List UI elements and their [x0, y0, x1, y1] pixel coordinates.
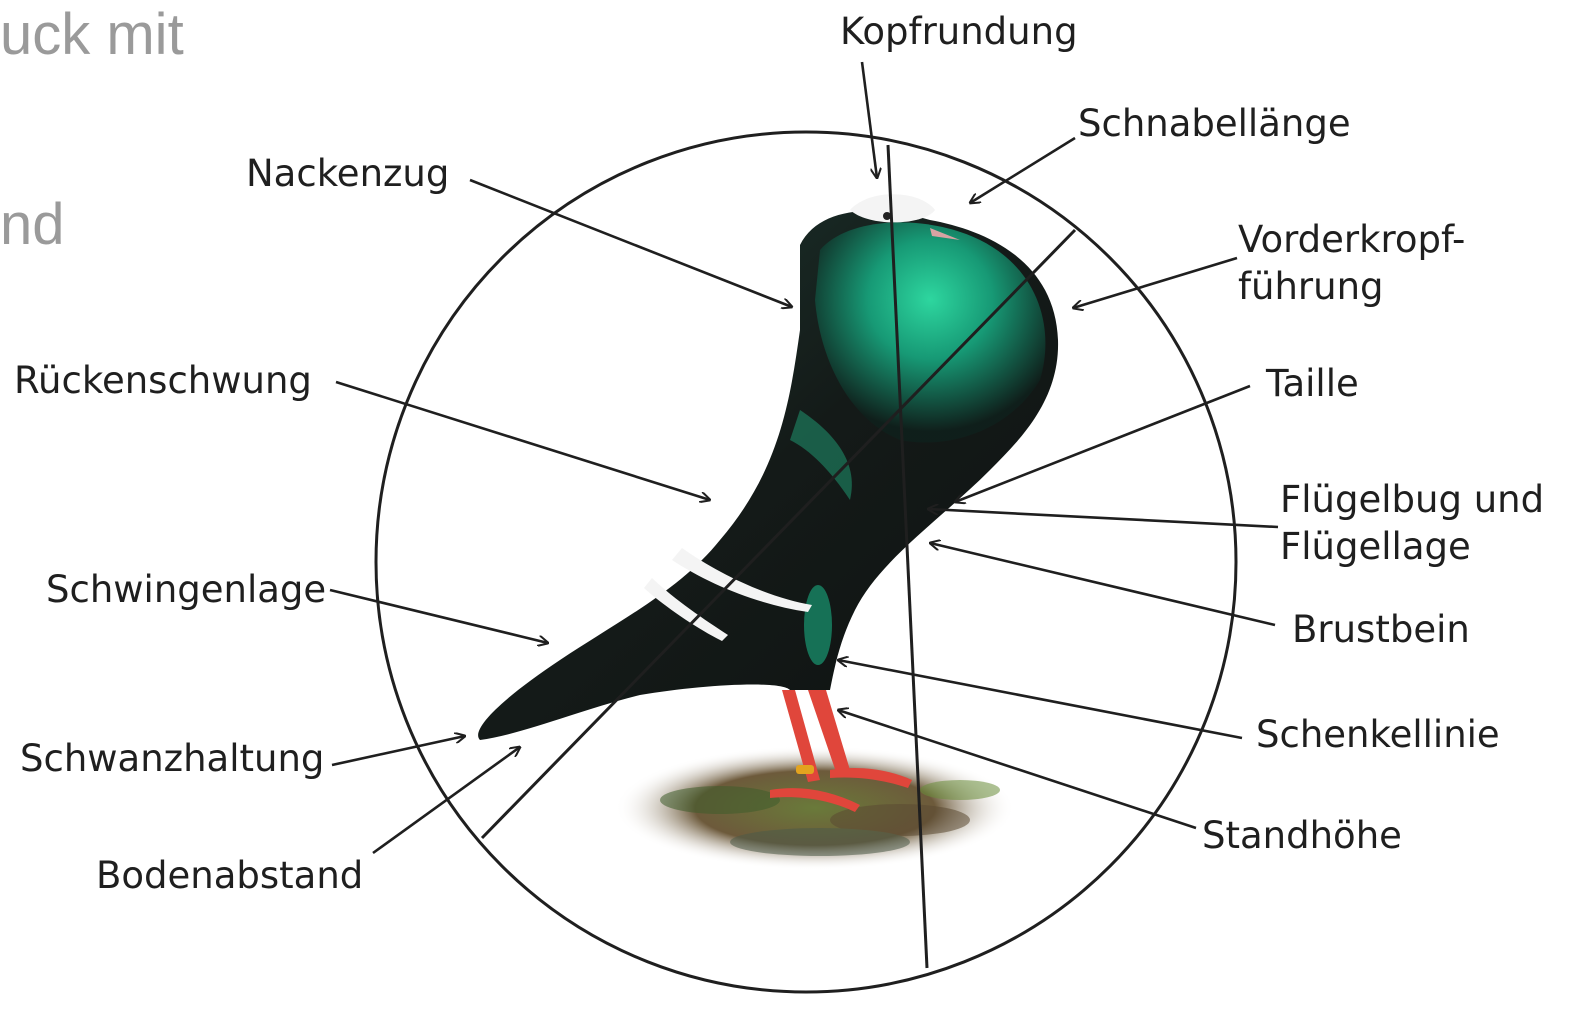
- arrow-brustbein: [930, 543, 1275, 625]
- label-vorderkropf-line-2: führung: [1238, 263, 1465, 310]
- label-taille: Taille: [1266, 360, 1359, 407]
- arrow-vorderkropf: [1073, 258, 1237, 308]
- label-kopfrundung: Kopfrundung: [840, 8, 1078, 55]
- arrow-bodenabstand: [373, 747, 520, 853]
- label-schwingenlage: Schwingenlage: [46, 566, 326, 613]
- label-rueckenschwung: Rückenschwung: [14, 357, 312, 404]
- pigeon-figure: [478, 194, 1058, 812]
- label-vorderkropf-line-1: Vorderkropf-: [1238, 216, 1465, 263]
- arrow-kopfrundung: [862, 62, 877, 178]
- arrow-schwanzhaltung: [332, 736, 465, 765]
- arrow-schwingenlage: [330, 590, 548, 643]
- label-standhoehe: Standhöhe: [1202, 812, 1402, 859]
- arrow-schenkellinie: [838, 660, 1242, 738]
- label-fluegelbug-line-2: Flügellage: [1280, 523, 1544, 570]
- label-schnabellaenge: Schnabellänge: [1078, 100, 1351, 147]
- label-fluegelbug-und-fluegellage: Flügelbug und Flügellage: [1280, 476, 1544, 571]
- label-schwanzhaltung: Schwanzhaltung: [20, 735, 324, 782]
- arrow-fluegelbug: [928, 509, 1278, 527]
- label-brustbein: Brustbein: [1292, 606, 1470, 653]
- label-fluegelbug-line-1: Flügelbug und: [1280, 476, 1544, 523]
- label-nackenzug: Nackenzug: [246, 150, 449, 197]
- label-vorderkropffuehrung: Vorderkropf- führung: [1238, 216, 1465, 311]
- label-schenkellinie: Schenkellinie: [1256, 711, 1500, 758]
- label-bodenabstand: Bodenabstand: [96, 852, 363, 899]
